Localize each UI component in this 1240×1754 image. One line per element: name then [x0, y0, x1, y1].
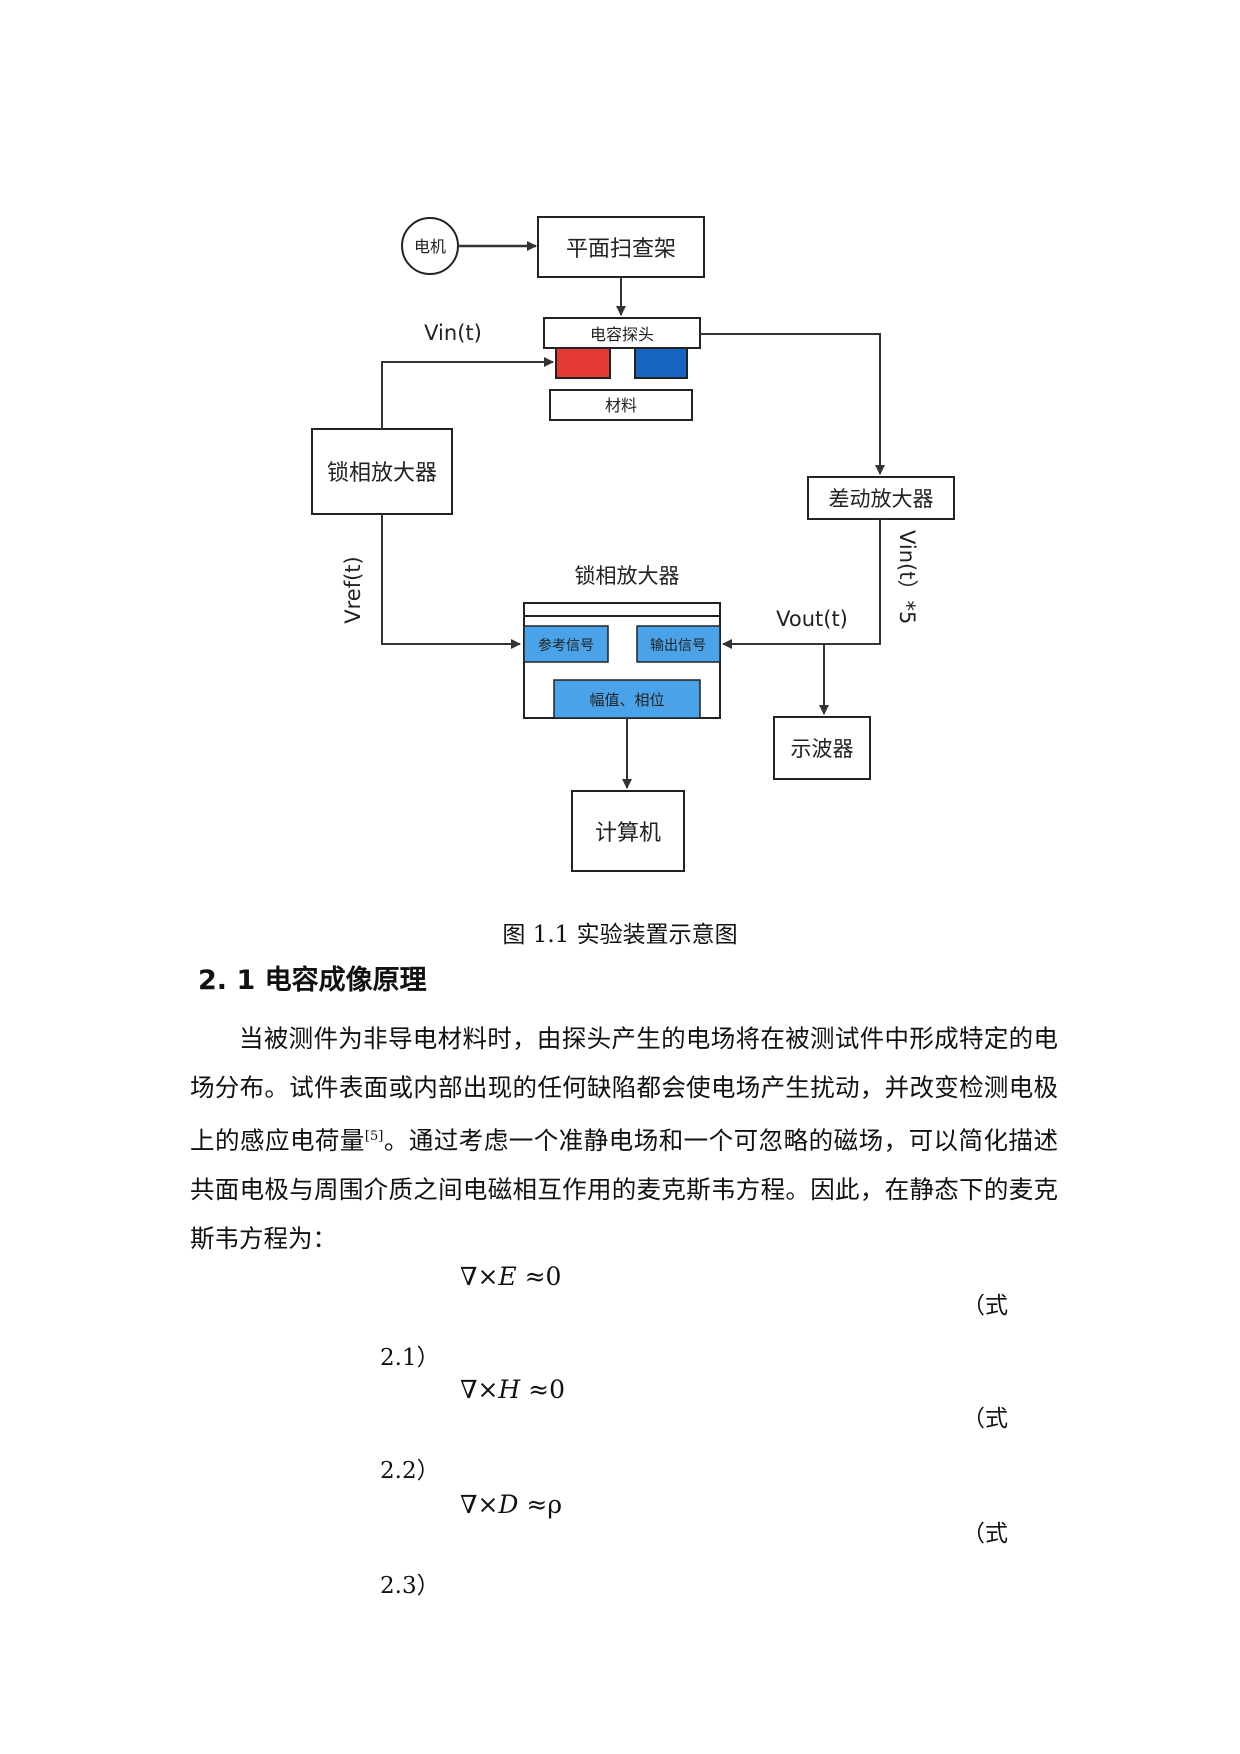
arrow-lockin-electrode	[381, 357, 554, 429]
eq3-tag-open: （式	[962, 1521, 1008, 1547]
lockin-left-node: 锁相放大器	[311, 428, 453, 515]
eq3-tag-close: 2.3）	[380, 1573, 440, 1599]
vout-label: Vout(t)	[776, 607, 848, 631]
probe-label: 电容探头	[590, 325, 654, 344]
amp-phase-label: 幅值、相位	[589, 691, 664, 709]
electrode-right	[634, 347, 688, 379]
probe-node: 电容探头	[543, 317, 701, 349]
vin5-label: Vin(t）*5	[895, 530, 919, 624]
equation-2: ∇×H ≈0	[460, 1375, 565, 1404]
ref-signal-label: 参考信号	[538, 637, 594, 654]
eq1-operator: ∇×	[460, 1262, 499, 1291]
eq1-tag-open: （式	[962, 1293, 1008, 1319]
section-paragraph: 当被测件为非导电材料时，由探头产生的电场将在被测试件中形成特定的电场分布。试件表…	[190, 1014, 1058, 1263]
section-heading: 2. 1 电容成像原理	[198, 965, 427, 996]
eq1-rhs: ≈0	[516, 1262, 562, 1291]
setup-diagram: 电机 平面扫查架 电容探头 材料 锁相放大器 Vin(t) 差动放大器 Vin(…	[311, 216, 955, 872]
eq1-variable: E	[498, 1262, 517, 1291]
eq2-variable: H	[498, 1375, 521, 1404]
lockin-left-label: 锁相放大器	[327, 461, 437, 486]
oscilloscope-label: 示波器	[791, 737, 854, 761]
arrow-probe-diffamp	[700, 333, 885, 475]
eq2-operator: ∇×	[460, 1375, 499, 1404]
computer-label: 计算机	[595, 821, 661, 846]
material-label: 材料	[605, 396, 637, 415]
vin-label: Vin(t)	[424, 321, 482, 345]
material-node: 材料	[549, 389, 693, 421]
ref-signal-box: 参考信号	[523, 625, 609, 663]
arrow-diffamp-lockin	[722, 519, 881, 649]
electrode-left	[555, 347, 611, 379]
eq2-rhs: ≈0	[520, 1375, 566, 1404]
figure-caption: 图 1.1 实验装置示意图	[502, 922, 738, 948]
scanner-node: 平面扫查架	[537, 216, 705, 278]
motor-node: 电机	[401, 217, 459, 275]
eq3-operator: ∇×	[460, 1490, 499, 1519]
paragraph-part1: 当被测件为非导电材料时，由探头产生的电场将在被测试件中形成特定的电场分布。试件表…	[190, 1024, 1058, 1156]
citation: [5]	[364, 1129, 384, 1144]
eq2-tag-open: （式	[962, 1406, 1008, 1432]
eq3-variable: D	[498, 1490, 519, 1519]
equation-3: ∇×D ≈ρ	[460, 1490, 562, 1519]
eq1-tag-close: 2.1）	[380, 1345, 440, 1371]
equation-1: ∇×E ≈0	[460, 1262, 561, 1291]
arrow-vref	[381, 514, 521, 649]
scanner-label: 平面扫查架	[566, 237, 676, 262]
paragraph-part2: 。通过考虑一个准静电场和一个可忽略的磁场，可以简化描述共面电极与周围介质之间电磁…	[190, 1126, 1059, 1254]
amp-phase-box: 幅值、相位	[553, 679, 701, 719]
eq2-tag-close: 2.2）	[380, 1458, 440, 1484]
lockin-center-title: 锁相放大器	[575, 564, 680, 588]
vref-label: Vref(t)	[341, 556, 365, 623]
diff-amp-label: 差动放大器	[829, 487, 934, 511]
oscilloscope-node: 示波器	[773, 716, 871, 780]
out-signal-label: 输出信号	[650, 638, 706, 654]
diff-amp-node: 差动放大器	[807, 476, 955, 520]
motor-label: 电机	[414, 237, 446, 256]
lockin-center-node: 参考信号 输出信号 幅值、相位	[523, 602, 721, 719]
eq3-rhs: ≈ρ	[518, 1490, 563, 1519]
computer-node: 计算机	[571, 790, 685, 872]
out-signal-box: 输出信号	[636, 625, 721, 663]
